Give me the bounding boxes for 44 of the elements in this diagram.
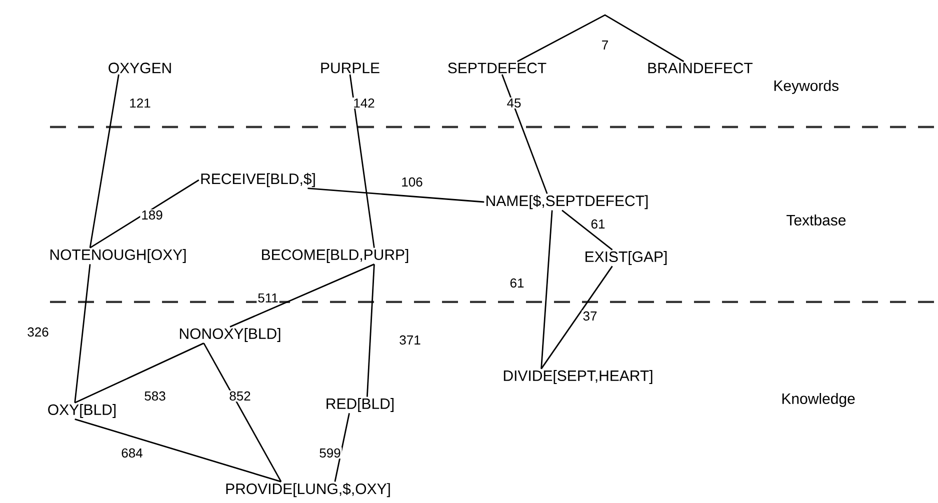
- link-line: [230, 264, 374, 328]
- link-line: [74, 264, 91, 403]
- edge-label: 121: [128, 97, 152, 109]
- proposition-text: PROVIDE[LUNG,$,OXY]: [226, 482, 390, 498]
- level-label: Keywords: [774, 80, 838, 94]
- edge-label: 106: [400, 176, 424, 188]
- link-line: [540, 210, 553, 369]
- edge-label: 511: [256, 292, 280, 304]
- proposition-text: SEPTDEFECT: [448, 62, 546, 74]
- link-line: [89, 74, 120, 248]
- link-line: [74, 418, 282, 482]
- edge-label: 326: [26, 326, 50, 338]
- edge-label: 599: [318, 447, 342, 459]
- proposition-text: DIVIDE[SEPT,HEART]: [504, 370, 652, 384]
- proposition-text: PURPLE: [321, 62, 380, 74]
- edge-label: 371: [398, 334, 422, 346]
- proposition-text: BRAINDEFECT: [648, 62, 753, 74]
- proposition-text: RED[BLD]: [326, 398, 394, 412]
- proposition-text: NAME[$,SEPTDEFECT]: [486, 194, 648, 210]
- proposition-text: BECOME[BLD,PURP]: [262, 249, 408, 263]
- edge-label: 189: [140, 209, 164, 221]
- edge-label: 583: [143, 390, 167, 402]
- link-line: [517, 14, 684, 62]
- proposition-text: NOTENOUGH[OXY]: [50, 249, 186, 263]
- link-line: [308, 188, 484, 203]
- proposition-text: NONOXY[BLD]: [180, 328, 280, 342]
- link-line: [90, 179, 200, 248]
- edge-label: 852: [228, 390, 252, 402]
- link-line: [349, 74, 375, 248]
- link-line: [540, 266, 613, 370]
- proposition-text: EXIST[GAP]: [586, 251, 667, 265]
- proposition-text: RECEIVE[BLD,$]: [201, 172, 315, 188]
- link-line: [74, 342, 204, 404]
- level-label: Knowledge: [782, 393, 855, 407]
- link-line: [366, 264, 375, 397]
- link-line: [334, 413, 350, 482]
- edge-label: 142: [352, 97, 376, 109]
- level-label: Textbase: [786, 214, 846, 226]
- proposition-text: OXYGEN: [108, 62, 171, 74]
- link-line: [501, 74, 548, 194]
- link-line: [203, 342, 282, 482]
- proposition-text: OXY[BLD]: [48, 404, 116, 418]
- edge-label: 684: [120, 447, 144, 459]
- link-line: [562, 210, 613, 250]
